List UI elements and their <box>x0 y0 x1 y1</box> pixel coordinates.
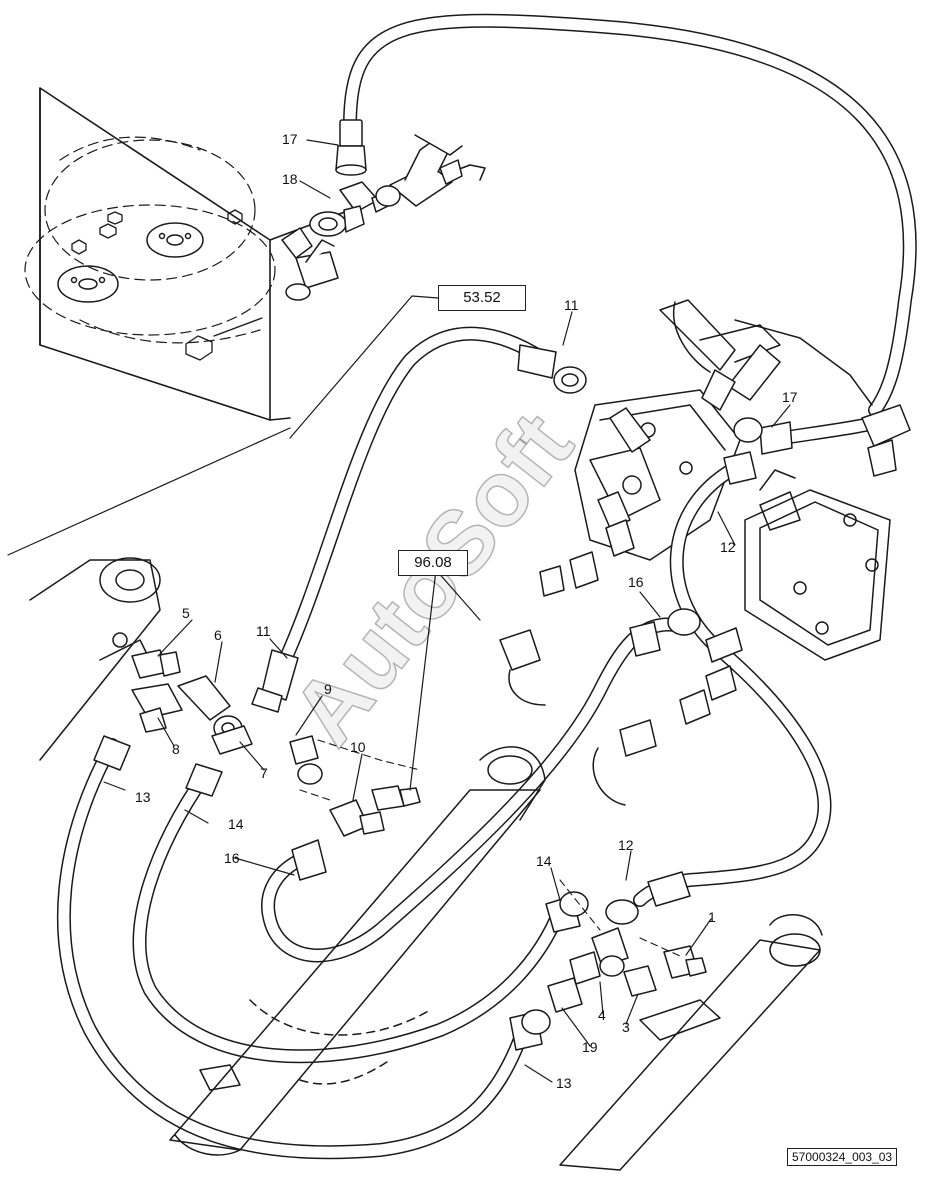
callout-1: 1 <box>708 909 716 925</box>
ball-valve <box>375 134 463 207</box>
hose-11 <box>251 326 587 713</box>
ref-box-96-08: 96.08 <box>398 550 468 576</box>
fittings-upper-right <box>499 627 743 806</box>
dashed-leaders <box>299 739 681 957</box>
hose-13 <box>56 735 551 1160</box>
ref-leader-53-52 <box>289 295 439 439</box>
callout-11: 11 <box>256 623 271 639</box>
callout-12: 12 <box>720 539 736 555</box>
hose-16 <box>261 608 701 963</box>
ref-box-53-52: 53.52 <box>438 285 526 311</box>
callout-14: 14 <box>228 816 244 832</box>
callout-10: 10 <box>350 739 366 755</box>
pump-unit <box>744 469 891 661</box>
callout-12: 12 <box>618 837 634 853</box>
fittings-left-group <box>131 649 421 837</box>
hose-17-short <box>733 404 911 477</box>
callout-3: 3 <box>622 1019 630 1035</box>
fittings-right-group <box>547 927 707 1013</box>
fitting-17-end <box>335 119 367 176</box>
callout-6: 6 <box>214 627 222 643</box>
hydraulic-cylinder-right <box>559 914 823 1171</box>
document-id: 57000324_003_03 <box>787 1148 898 1166</box>
callout-4: 4 <box>598 1007 606 1023</box>
callout-11: 11 <box>564 297 579 313</box>
callout-17: 17 <box>282 131 298 147</box>
callout-18: 18 <box>282 171 298 187</box>
hose-14 <box>132 763 589 1064</box>
callout-8: 8 <box>172 741 180 757</box>
callout-16: 16 <box>224 850 240 866</box>
tee-fitting-18 <box>309 181 389 237</box>
callout-14: 14 <box>536 853 552 869</box>
hydraulic-cylinder-center <box>169 746 546 1156</box>
control-valve-block <box>539 299 873 597</box>
elbow-fittings-tank <box>281 227 339 301</box>
callout-13: 13 <box>556 1075 572 1091</box>
callout-13: 13 <box>135 789 151 805</box>
callout-7: 7 <box>260 765 268 781</box>
callout-17: 17 <box>782 389 798 405</box>
callout-9: 9 <box>324 681 332 697</box>
hose-12 <box>605 451 832 925</box>
tank-housing <box>24 87 486 421</box>
hose-17-long <box>343 13 917 417</box>
callout-5: 5 <box>182 605 190 621</box>
callout-16: 16 <box>628 574 644 590</box>
callout-19: 19 <box>582 1039 598 1055</box>
